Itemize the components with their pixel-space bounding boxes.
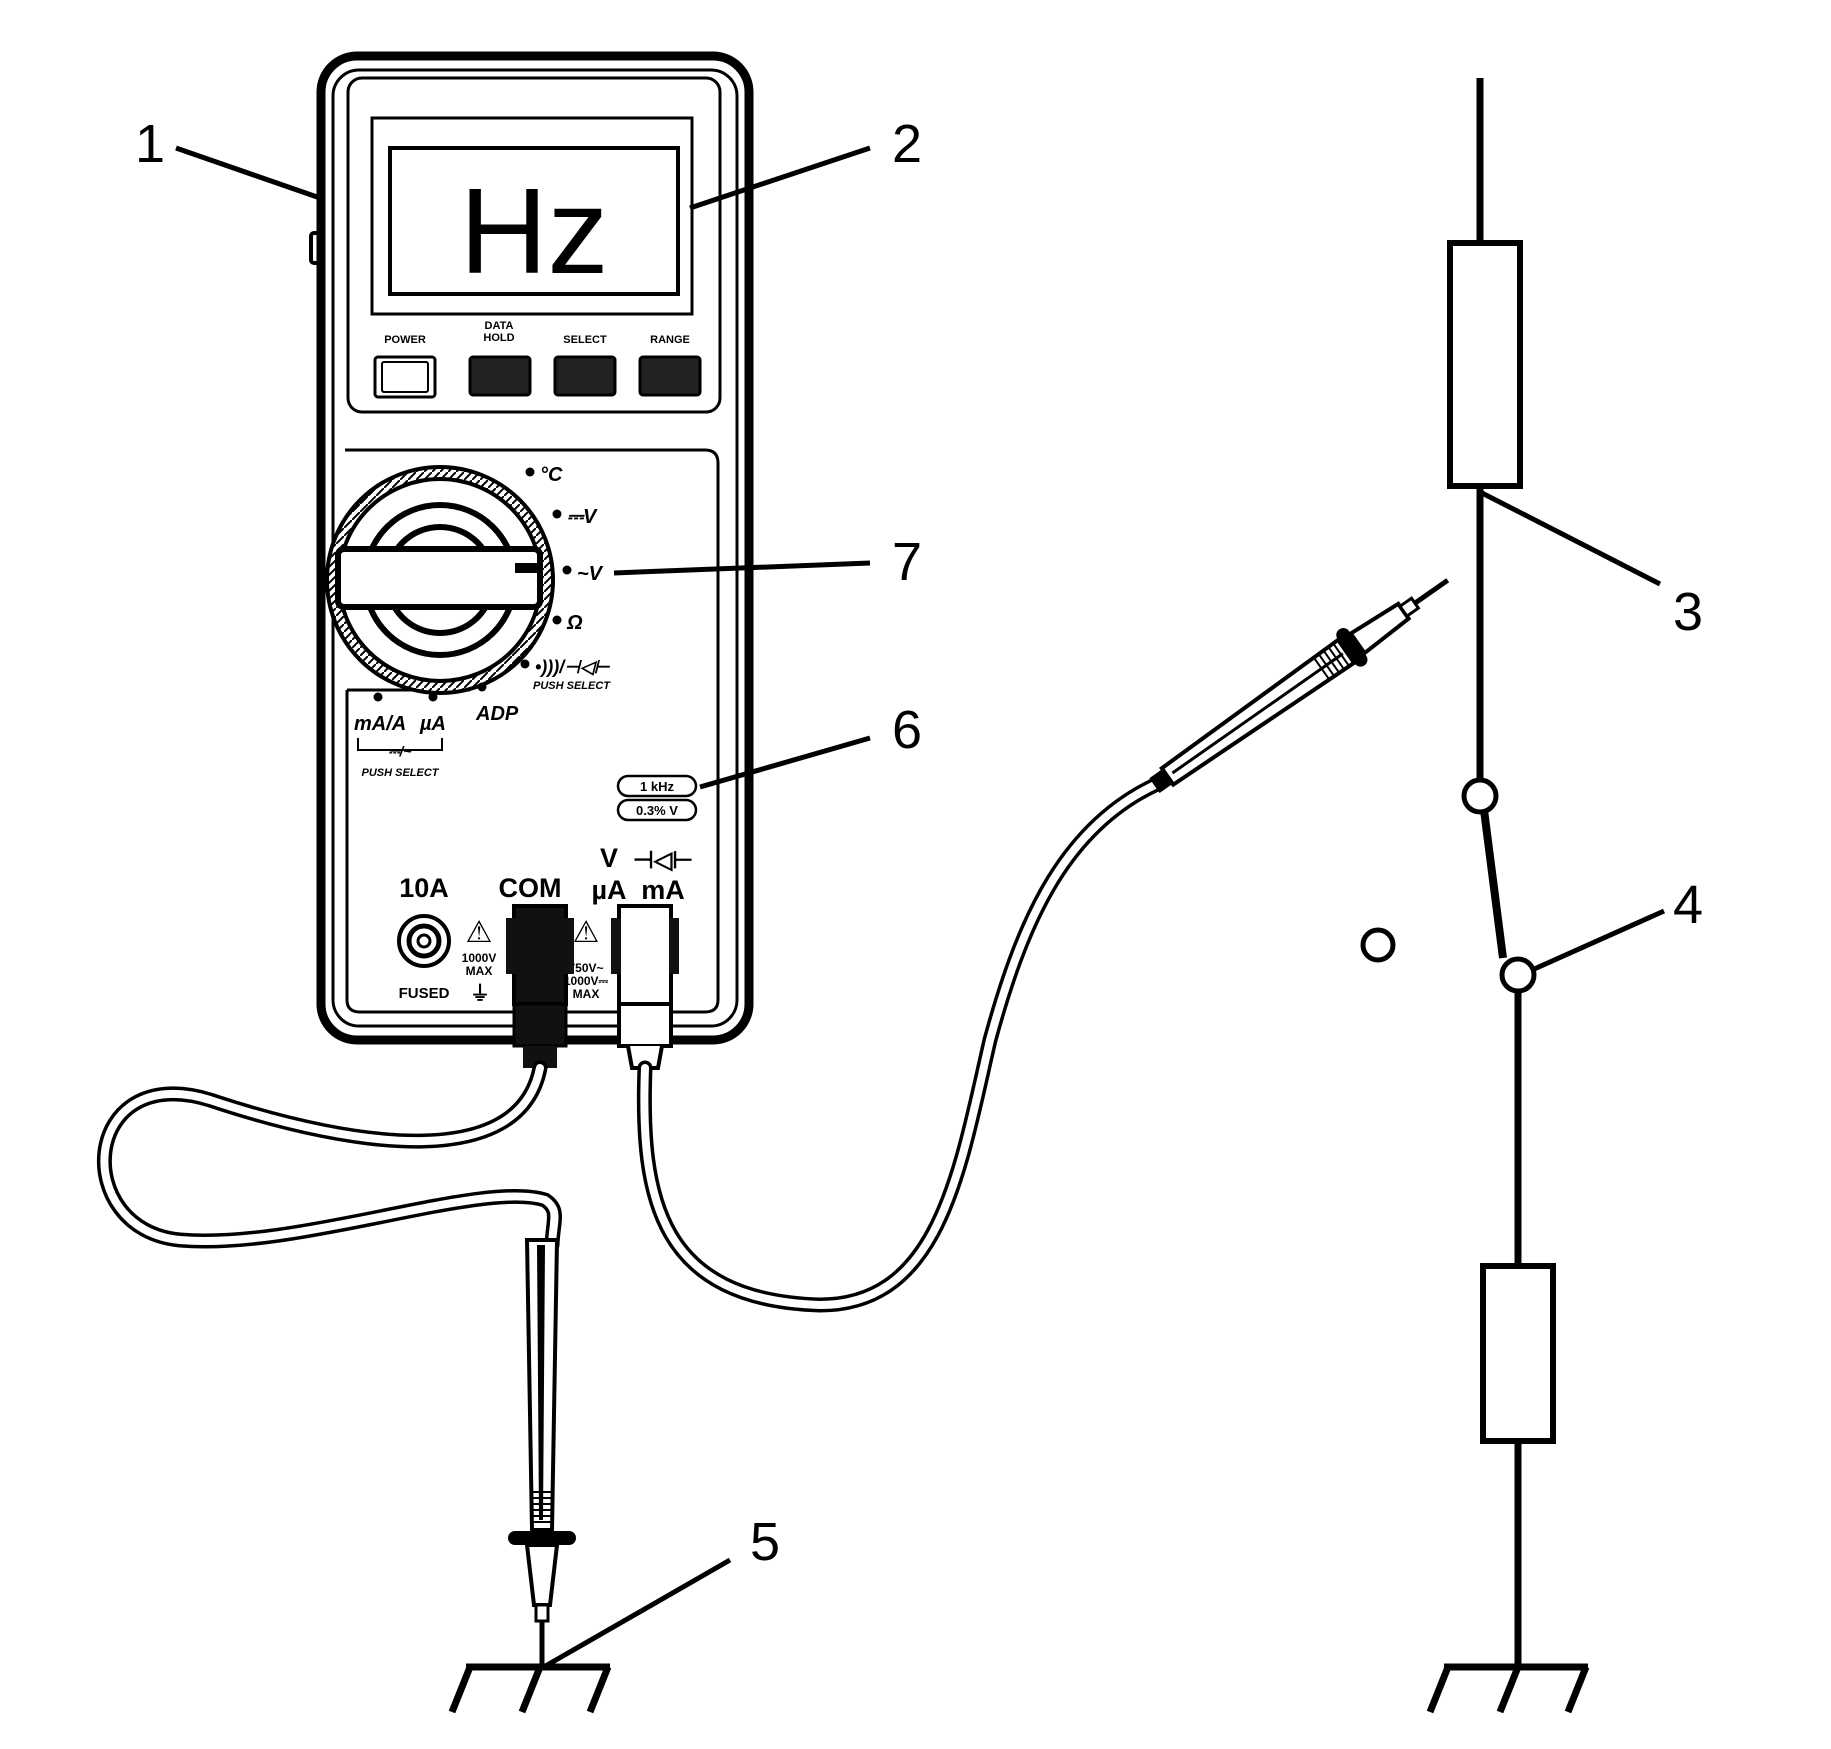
black-test-probe [508,1238,576,1668]
range-button[interactable] [638,355,702,397]
rating-max-2: MAX [573,987,600,1001]
dial-push-select-left: PUSH SELECT [361,767,439,779]
callout-4: 4 [1673,875,1703,935]
dot-ua [428,692,438,702]
upper-panel [346,76,722,414]
com-probe-plug [506,904,574,1068]
rating-max-1: MAX [466,964,493,978]
dot-ma-a [373,692,383,702]
callout-5: 5 [750,1512,780,1572]
dot-continuity [520,659,530,669]
dial-continuity-label: •)))/⊣◁⊢ [535,657,611,677]
circuit [1360,78,1556,1668]
dial-ohms-label: Ω [566,612,583,634]
dot-celsius [525,467,535,477]
terminal-v-label: V [600,843,618,873]
terminal-com-label: COM [499,873,562,903]
multimeter: Hz POWER DATA HOLD SELECT RANGE °C ⎓V ~V [309,51,754,1070]
select-button[interactable] [553,355,617,397]
red-lead [640,781,1159,1310]
dial-bracket [357,738,443,751]
dial-push-select-right: PUSH SELECT [533,680,611,692]
data-hold-button[interactable] [468,355,532,397]
dial-dc-volts-label: ⎓V [567,506,598,528]
dot-dc-volts [552,509,562,519]
lcd-screen [388,146,680,296]
warning-icon-2: ⚠ [573,916,600,949]
dial-ma-a-label: mA/A [354,713,406,735]
freq-badge-text: 1 kHz [640,779,674,794]
data-hold-label-line1: DATA [485,320,514,332]
dot-adp [477,682,487,692]
callout-2: 2 [892,114,922,174]
select-button-label: SELECT [563,334,607,346]
leader-lines [175,145,1666,1671]
callout-7: 7 [892,532,922,592]
dial-ac-volts-label: ~V [577,563,604,585]
callout-1: 1 [135,114,165,174]
switch-upper-contact [1461,777,1499,815]
range-button-label: RANGE [650,334,690,346]
accuracy-badge [616,798,698,822]
upper-resistor [1447,240,1523,489]
display-reading: Hz [459,163,608,299]
rating-750v-ac: 750V~ [568,961,603,975]
v-probe-plug [611,904,679,1070]
dial-ua-label: µA [419,713,446,735]
terminal-ua-label: µA [591,875,626,905]
rotary-selector-dial[interactable] [325,465,555,695]
dial-celsius-label: °C [540,464,563,486]
switch-lower-contact [1499,956,1537,994]
dial-dc-ac-label: ⎓/~ [388,743,411,759]
accuracy-badge-text: 0.3% V [636,803,678,818]
ground-symbol: ⏚ [470,982,490,1005]
callout-6: 6 [892,700,922,760]
black-lead [100,1064,559,1249]
data-hold-label-line2: HOLD [483,332,514,344]
lower-panel [345,448,720,1014]
terminal-10a-label: 10A [399,873,449,903]
power-button-label: POWER [384,334,426,346]
ground-symbol-right [1426,1663,1590,1714]
dot-ac-volts [562,565,572,575]
lower-resistor [1480,1263,1556,1444]
switch-open-contact [1360,927,1396,963]
rating-1000v-dc: 1000V⎓ [564,974,609,988]
freq-badge [616,774,698,798]
callout-3: 3 [1673,582,1703,642]
switch-blade [1480,809,1507,959]
dot-ohms [552,615,562,625]
warning-icon-1: ⚠ [466,916,493,949]
terminal-ma-label: mA [641,875,685,905]
dial-adp-label: ADP [475,703,519,725]
ground-symbol-left [448,1663,612,1714]
red-test-probe [1149,578,1450,793]
rating-1000v: 1000V [462,951,497,965]
fused-label: FUSED [399,985,450,1002]
terminal-diode-label: ⊣◁⊢ [633,847,693,874]
